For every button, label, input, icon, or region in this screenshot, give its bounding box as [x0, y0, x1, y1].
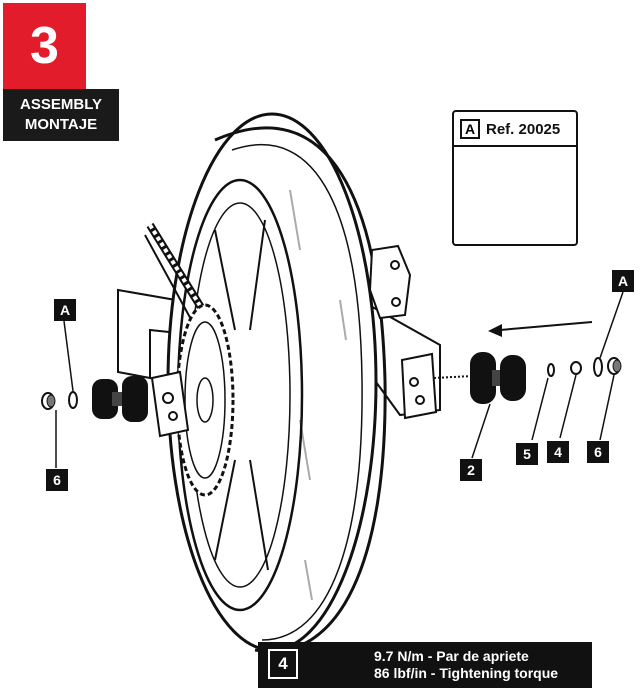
torque-text: 9.7 N/m - Par de apriete 86 lbf/in - Tig… [374, 648, 558, 682]
brake-caliper [368, 244, 412, 320]
left-axle-block [150, 370, 190, 438]
tag-4: 4 [547, 441, 569, 463]
direction-arrow [488, 321, 593, 337]
reference-letter: A [460, 119, 480, 139]
sprocket [175, 303, 235, 497]
title-english: ASSEMBLY [20, 96, 102, 113]
tag-6-right: 6 [587, 441, 609, 463]
reference-callout: A Ref. 20025 [452, 110, 578, 246]
leader-lines [55, 291, 624, 468]
torque-step-number: 4 [268, 649, 298, 679]
reference-header: A Ref. 20025 [460, 118, 560, 140]
torque-metric: 9.7 N/m - Par de apriete [374, 648, 529, 664]
step-title: ASSEMBLY MONTAJE [3, 89, 119, 141]
torque-spec-box: 4 9.7 N/m - Par de apriete 86 lbf/in - T… [258, 642, 592, 688]
title-spanish: MONTAJE [24, 116, 98, 133]
left-nut [41, 392, 56, 410]
washer-part-a [593, 357, 603, 377]
left-spool [92, 376, 148, 422]
reference-divider [454, 145, 576, 147]
right-axle-block [400, 352, 438, 420]
washer-part-5 [547, 363, 555, 377]
tag-a-left: A [54, 299, 76, 321]
tag-a-right: A [612, 270, 634, 292]
spacer-part-4 [570, 361, 582, 375]
tag-6-left: 6 [46, 469, 68, 491]
left-washer [68, 391, 78, 409]
torque-imperial: 86 lbf/in - Tightening torque [374, 665, 559, 681]
right-spool [470, 352, 526, 404]
tag-2: 2 [460, 459, 482, 481]
tag-5: 5 [516, 443, 538, 465]
step-number-badge: 3 [3, 3, 86, 89]
reference-number: Ref. 20025 [486, 120, 561, 138]
nut-part-6 [607, 357, 622, 375]
